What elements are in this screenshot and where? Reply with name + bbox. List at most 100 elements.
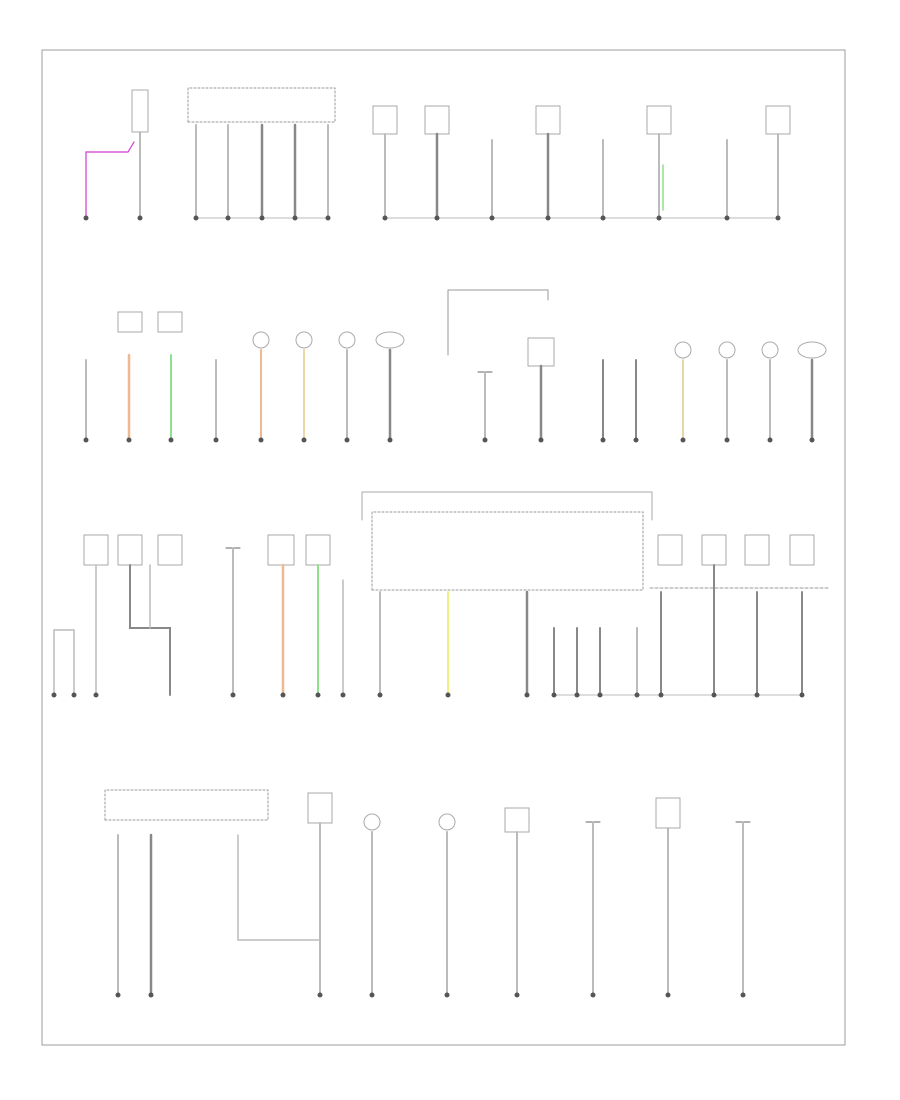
ground-dot-icon — [724, 437, 730, 443]
lamp-bulb-icon — [797, 341, 827, 359]
component-box-icon — [527, 337, 555, 367]
component-box-icon — [424, 105, 450, 135]
ground-dot-icon — [658, 692, 664, 698]
component-box-icon — [117, 534, 143, 566]
row-1 — [83, 87, 791, 221]
ground-dot-icon — [600, 437, 606, 443]
component-box-icon — [117, 311, 143, 333]
ground-dot-icon — [115, 992, 121, 998]
ground-dot-icon — [545, 215, 551, 221]
ground-dot-icon — [444, 992, 450, 998]
ground-dot-icon — [551, 692, 557, 698]
ground-dot-icon — [344, 437, 350, 443]
lamp-bulb-icon — [252, 331, 270, 349]
ground-dot-icon — [148, 992, 154, 998]
component-box-icon — [655, 797, 681, 829]
component-box-icon — [157, 311, 183, 333]
ground-dot-icon — [514, 992, 520, 998]
ground-dot-icon — [292, 215, 298, 221]
ground-dot-icon — [680, 437, 686, 443]
component-box-icon — [267, 534, 295, 566]
ground-dot-icon — [225, 215, 231, 221]
ground-dot-icon — [590, 992, 596, 998]
ground-dot-icon — [711, 692, 717, 698]
ground-dot-icon — [434, 215, 440, 221]
wire — [53, 629, 75, 696]
ground-dot-icon — [317, 992, 323, 998]
ground-dot-icon — [168, 437, 174, 443]
ground-dot-icon — [775, 215, 781, 221]
ground-dot-icon — [258, 437, 264, 443]
ground-dot-icon — [71, 692, 77, 698]
ground-dot-icon — [656, 215, 662, 221]
component-box-icon — [765, 105, 791, 135]
bracket — [447, 289, 549, 301]
component-box-icon — [157, 534, 183, 566]
ground-dot-icon — [126, 437, 132, 443]
row-4 — [104, 789, 751, 998]
ground-dot-icon — [633, 437, 639, 443]
ground-dot-icon — [230, 692, 236, 698]
lamp-bulb-icon — [375, 331, 405, 349]
ground-dot-icon — [377, 692, 383, 698]
ground-dot-icon — [754, 692, 760, 698]
lamp-bulb-icon — [674, 341, 692, 359]
ground-dot-icon — [280, 692, 286, 698]
component-box-icon — [305, 534, 331, 566]
ground-dot-icon — [600, 215, 606, 221]
wire — [237, 834, 321, 941]
ground-dot-icon — [93, 692, 99, 698]
module-dashed-frame — [104, 789, 269, 821]
lamp-bulb-icon — [761, 341, 779, 359]
ground-dot-icon — [213, 437, 219, 443]
ground-dot-icon — [489, 215, 495, 221]
ground-dot-icon — [724, 215, 730, 221]
battery-component — [131, 89, 149, 133]
component-box-icon — [701, 534, 727, 566]
bracket — [361, 491, 653, 521]
ground-dot-icon — [340, 692, 346, 698]
ground-dot-icon — [301, 437, 307, 443]
ground-dot-icon — [809, 437, 815, 443]
lamp-bulb-icon — [295, 331, 313, 349]
component-box-icon — [504, 807, 530, 833]
ground-dot-icon — [482, 437, 488, 443]
ground-dot-icon — [740, 992, 746, 998]
ground-dot-icon — [51, 692, 57, 698]
row-2 — [83, 289, 827, 443]
ground-dot-icon — [634, 692, 640, 698]
component-box-icon — [307, 792, 333, 824]
ground-dot-icon — [382, 215, 388, 221]
component-box-icon — [535, 105, 561, 135]
ground-dot-icon — [799, 692, 805, 698]
component-box-icon — [744, 534, 770, 566]
ground-dot-icon — [538, 437, 544, 443]
ground-dot-icon — [574, 692, 580, 698]
ground-dot-icon — [369, 992, 375, 998]
ground-dot-icon — [387, 437, 393, 443]
battery-pink-wire — [85, 141, 135, 219]
ground-dot-icon — [665, 992, 671, 998]
diagram-frame — [41, 49, 846, 1046]
component-box-icon — [657, 534, 683, 566]
component-box-icon — [372, 105, 398, 135]
ground-dot-icon — [767, 437, 773, 443]
ground-dot-icon — [259, 215, 265, 221]
component-box-icon — [789, 534, 815, 566]
ground-dot-icon — [83, 215, 89, 221]
component-box-icon — [646, 105, 672, 135]
lamp-bulb-icon — [338, 331, 356, 349]
module-dashed-frame — [187, 87, 336, 123]
component-box-icon — [83, 534, 109, 566]
ground-dot-icon — [445, 692, 451, 698]
ground-dot-icon — [524, 692, 530, 698]
ground-dot-icon — [597, 692, 603, 698]
control-module-frame — [371, 511, 644, 591]
ground-dot-icon — [137, 215, 143, 221]
lamp-bulb-icon — [363, 813, 381, 831]
ground-dot-icon — [83, 437, 89, 443]
ground-dot-icon — [315, 692, 321, 698]
lamp-bulb-icon — [718, 341, 736, 359]
ground-dot-icon — [193, 215, 199, 221]
